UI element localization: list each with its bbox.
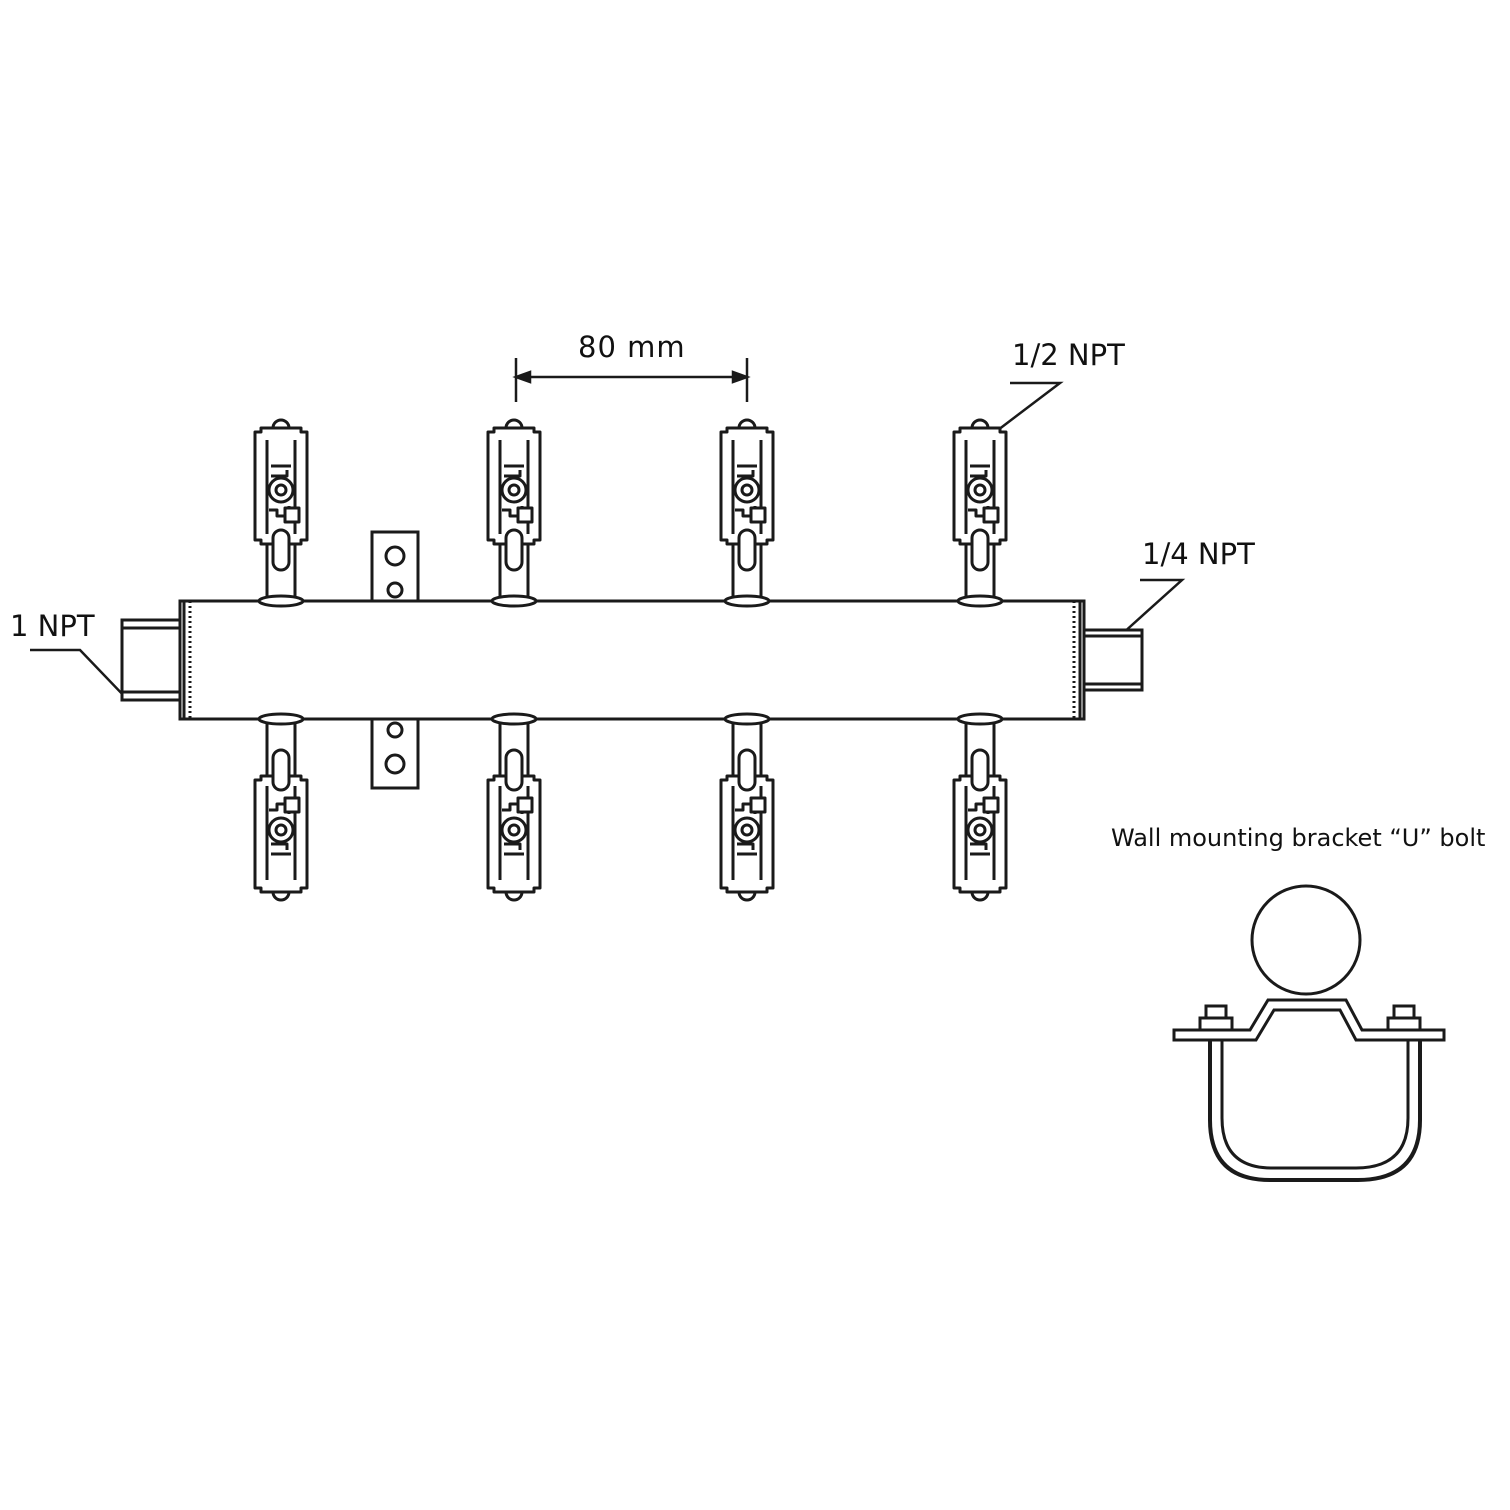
mounting-tab-top: [370, 530, 420, 604]
spacing-label: 80 mm: [578, 330, 686, 364]
mounting-tab-bottom: [370, 716, 420, 790]
header-pipe: [178, 594, 1086, 726]
inlet-fitting: [120, 618, 182, 702]
end-port-label: 1/4 NPT: [1142, 537, 1255, 571]
end-fitting: [1082, 628, 1144, 692]
u-bolt-illustration: [1172, 884, 1446, 1182]
outlet-port-label: 1/2 NPT: [1012, 338, 1125, 372]
leader-lines: [30, 381, 1186, 701]
top-valves: [253, 418, 1008, 602]
dimension-80mm: [512, 358, 751, 402]
inlet-port-label: 1 NPT: [10, 609, 95, 643]
bracket-title: Wall mounting bracket “U” bolt: [1111, 824, 1486, 852]
bottom-valves: [253, 718, 1008, 902]
